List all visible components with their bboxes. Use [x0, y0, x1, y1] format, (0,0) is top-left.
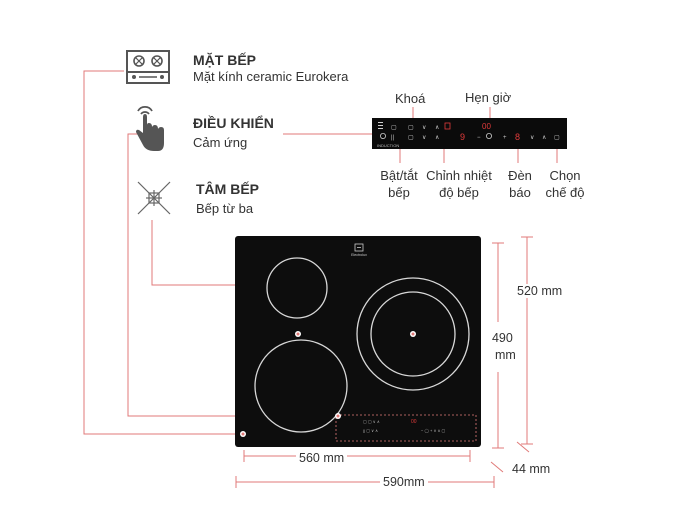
svg-text:− ◯ + ∨ ∧ ▢: − ◯ + ∨ ∧ ▢ — [421, 428, 446, 433]
dim-width-inner: 560 mm — [296, 451, 348, 465]
dim-depth-inner-line1: 490 — [491, 331, 513, 345]
panel-brand-text: INDUCTION — [377, 143, 399, 148]
svg-text:∨: ∨ — [530, 135, 534, 141]
dim-depth-inner-line2: mm — [495, 348, 516, 362]
label-indicator: Đèn báo — [503, 167, 537, 201]
feature-subtitle-zone: Bếp từ ba — [196, 201, 254, 216]
label-heat: Chỉnh nhiệt độ bếp — [421, 167, 497, 201]
feature-title-zone: TÂM BẾP — [196, 181, 259, 197]
svg-text:−: − — [477, 135, 481, 141]
dim-width-outer: 590mm — [380, 475, 428, 489]
label-power: Bật/tắt bếp — [373, 167, 425, 201]
svg-text:||: || — [391, 135, 395, 141]
dim-depth-outer: 520 mm — [515, 284, 565, 298]
dim-depth-inner: 490 mm — [489, 330, 516, 364]
svg-text:∨: ∨ — [422, 135, 426, 141]
induction-coil-icon — [136, 180, 172, 216]
label-timer: Hẹn giờ — [465, 90, 512, 105]
svg-text:∨: ∨ — [422, 125, 426, 131]
svg-text:▢: ▢ — [408, 125, 414, 131]
label-indicator-line1: Đèn — [508, 168, 532, 183]
touch-hand-icon — [132, 105, 166, 155]
stovetop-icon — [126, 50, 170, 84]
svg-text:▢: ▢ — [408, 135, 414, 141]
label-indicator-line2: báo — [509, 185, 531, 200]
svg-text:∧: ∧ — [435, 135, 439, 141]
cooktop-brand-logo: Electrolux — [351, 253, 367, 257]
label-power-line2: bếp — [388, 185, 410, 200]
feature-subtitle-cooktop: Mặt kính ceramic Eurokera — [193, 69, 349, 84]
svg-text:∧: ∧ — [435, 125, 439, 131]
feature-title-cooktop: MẶT BẾP — [193, 52, 256, 68]
feature-title-control: ĐIỀU KHIỂN — [193, 115, 274, 131]
control-panel-closeup: ▢ ▢ ∨ ∧ || ▢ ∨ ∧ − + ∨ ∧ ▢ INDUCTION 9 0… — [372, 118, 567, 149]
svg-text:▢: ▢ — [391, 125, 397, 131]
label-heat-line1: Chỉnh nhiệt — [426, 168, 492, 183]
dim-thickness: 44 mm — [512, 462, 551, 476]
feature-subtitle-control: Cảm ứng — [193, 135, 248, 150]
svg-text:∧: ∧ — [542, 135, 546, 141]
svg-text:▢ ▢ ∨ ∧: ▢ ▢ ∨ ∧ — [363, 419, 380, 424]
label-power-line1: Bật/tắt — [380, 168, 418, 183]
zone-small-top-left — [266, 257, 328, 319]
panel-timer-readout: 00 — [482, 122, 491, 131]
zone-medium-bottom-left — [254, 339, 348, 433]
zone-large-right — [356, 277, 470, 391]
svg-text:+: + — [503, 135, 507, 141]
svg-text:00: 00 — [411, 419, 417, 425]
panel-zone-level-right: 8 — [515, 132, 520, 142]
label-lock: Khoá — [395, 91, 426, 106]
label-heat-line2: độ bếp — [439, 185, 479, 200]
panel-zone-level-left: 9 — [460, 132, 465, 142]
label-mode: Chọn chế độ — [537, 167, 593, 201]
label-mode-line1: Chọn — [549, 168, 581, 183]
label-mode-line2: chế độ — [545, 185, 585, 200]
svg-text:▢: ▢ — [554, 135, 560, 141]
svg-text:|| ▢ ∨ ∧: || ▢ ∨ ∧ — [363, 428, 378, 433]
cooktop-glass: Electrolux ▢ ▢ ∨ ∧ || ▢ ∨ ∧ − ◯ + ∨ ∧ ▢ … — [235, 236, 481, 447]
brand-logo-icon — [354, 243, 364, 252]
